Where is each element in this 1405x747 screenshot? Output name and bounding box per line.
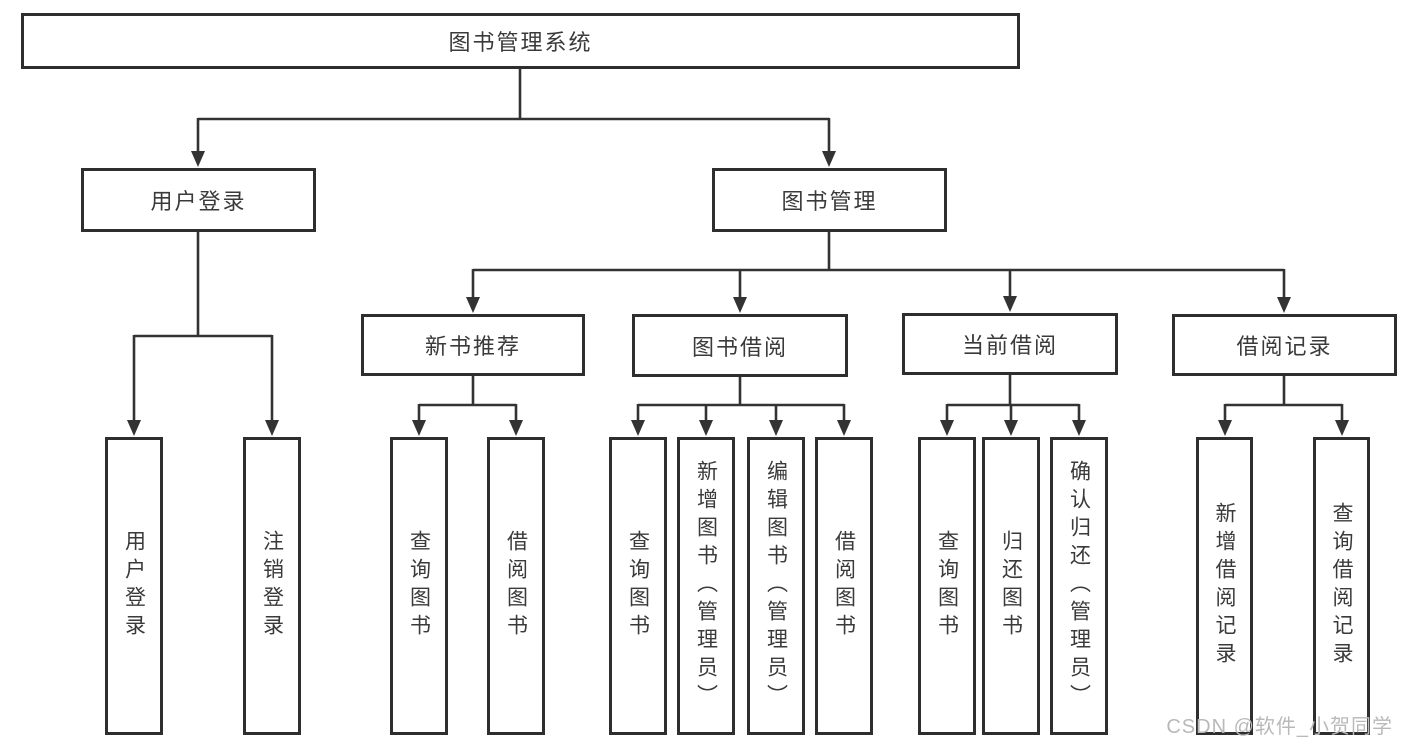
node-book-management: 图书管理 (712, 168, 947, 232)
node-user-login: 用户登录 (81, 168, 316, 232)
node-label: 图书管理 (781, 189, 878, 214)
connector-strokes (132, 69, 1344, 421)
leaf-logout: 注销登录 (243, 437, 301, 735)
leaf-user-login: 用户登录 (105, 437, 163, 735)
node-new-book-recommend: 新书推荐 (361, 314, 585, 376)
node-book-borrowing: 图书借阅 (632, 314, 848, 377)
leaf-label: 注销登录 (260, 530, 284, 642)
node-label: 新书推荐 (424, 334, 521, 359)
leaf-confirm-return-admin: 确认归还（管理员） (1050, 437, 1108, 735)
leaf-borrow-books-recommend: 借阅图书 (487, 437, 545, 735)
leaf-add-borrow-record: 新增借阅记录 (1196, 437, 1253, 735)
node-current-borrowing: 当前借阅 (902, 313, 1118, 375)
node-borrowing-records: 借阅记录 (1172, 314, 1397, 376)
leaf-query-books-recommend: 查询图书 (390, 437, 448, 735)
leaf-label: 查询图书 (626, 530, 650, 642)
leaf-label: 用户登录 (122, 530, 146, 642)
leaf-label: 借阅图书 (504, 530, 528, 642)
leaf-edit-books-admin: 编辑图书（管理员） (747, 437, 805, 735)
leaf-query-books-borrow: 查询图书 (609, 437, 667, 735)
leaf-label: 查询图书 (935, 530, 959, 642)
node-label: 用户登录 (150, 189, 247, 214)
leaf-label: 新增借阅记录 (1213, 502, 1236, 670)
leaf-label: 查询图书 (407, 530, 431, 642)
leaf-label: 确认归还（管理员） (1067, 460, 1091, 712)
leaf-label: 编辑图书（管理员） (764, 460, 788, 712)
node-system-root: 图书管理系统 (21, 13, 1020, 69)
node-label: 图书借阅 (691, 334, 788, 360)
node-label: 当前借阅 (961, 333, 1058, 358)
leaf-label: 新增图书（管理员） (694, 460, 718, 712)
leaf-query-books-current: 查询图书 (918, 437, 976, 735)
node-label: 借阅记录 (1236, 334, 1333, 359)
leaf-label: 借阅图书 (832, 530, 856, 642)
leaf-label: 查询借阅记录 (1330, 502, 1353, 670)
node-label: 图书管理系统 (448, 30, 593, 55)
leaf-label: 归还图书 (999, 530, 1023, 642)
leaf-query-borrow-record: 查询借阅记录 (1313, 437, 1370, 735)
arrowheads (127, 151, 1349, 436)
leaf-return-books: 归还图书 (982, 437, 1040, 735)
leaf-borrow-books: 借阅图书 (815, 437, 873, 735)
csdn-watermark: CSDN @软件_小贺同学 (1166, 716, 1393, 738)
leaf-add-books-admin: 新增图书（管理员） (677, 437, 735, 735)
